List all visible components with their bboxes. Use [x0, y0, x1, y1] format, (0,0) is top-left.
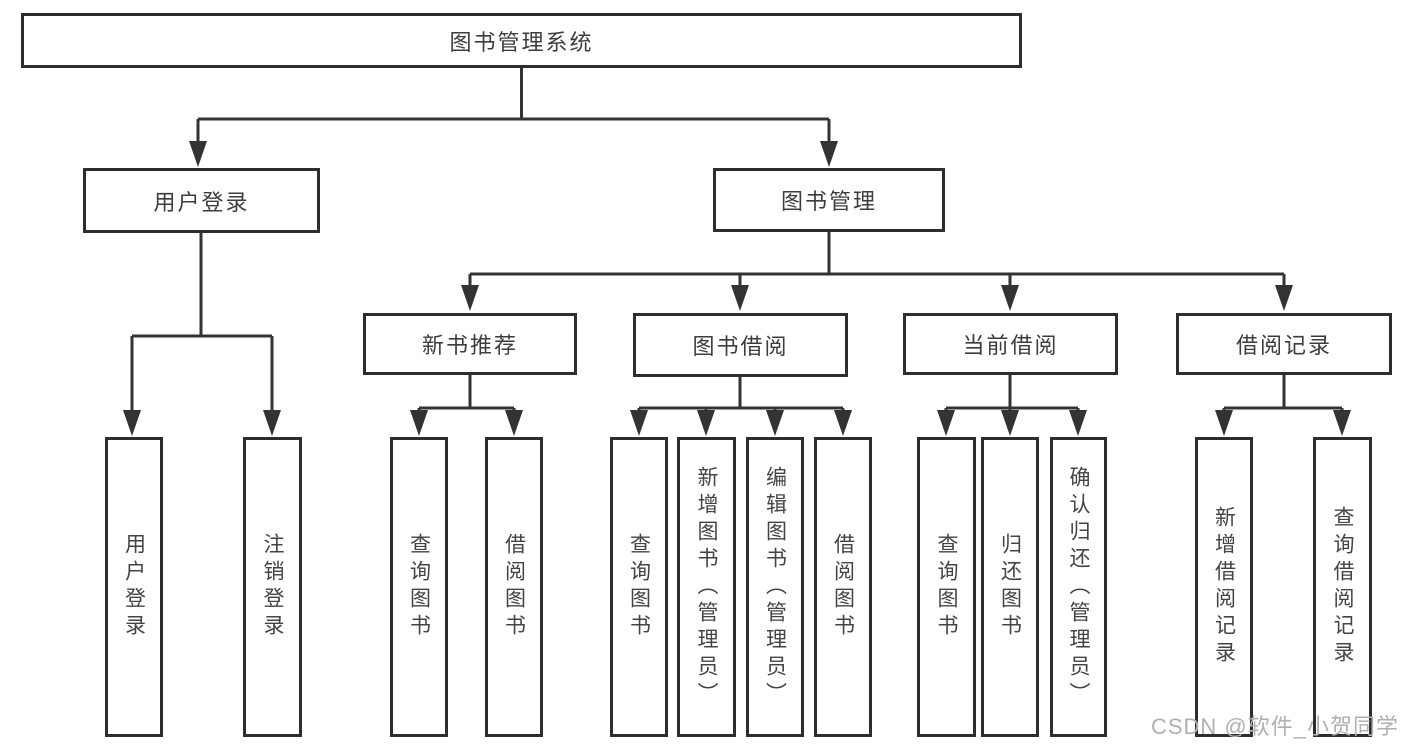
leaf-borrow-book-2-label: 借阅图书 [831, 533, 855, 641]
leaf-borrow-book-1-label: 借阅图书 [502, 533, 526, 641]
leaf-query-record: 查询借阅记录 [1313, 437, 1372, 737]
node-user-login-label: 用户登录 [153, 189, 250, 215]
leaf-query-book-1: 查询图书 [390, 437, 448, 737]
leaf-add-record-label: 新增借阅记录 [1212, 506, 1236, 668]
leaf-return-book: 归还图书 [981, 437, 1039, 737]
leaf-edit-book: 编辑图书（管理员） [746, 437, 804, 737]
node-root-label: 图书管理系统 [449, 29, 594, 55]
node-user-login: 用户登录 [83, 168, 320, 233]
leaf-query-book-3-label: 查询图书 [935, 533, 959, 641]
node-borrow-record-label: 借阅记录 [1235, 333, 1332, 358]
node-current-borrow: 当前借阅 [903, 313, 1118, 375]
leaf-query-book-2-label: 查询图书 [627, 533, 651, 641]
leaf-edit-book-label: 编辑图书（管理员） [763, 465, 787, 709]
node-book-borrow-label: 图书借阅 [692, 334, 789, 359]
leaf-return-book-label: 归还图书 [998, 533, 1022, 641]
leaf-add-record: 新增借阅记录 [1195, 437, 1253, 737]
leaf-query-book-2: 查询图书 [610, 437, 668, 737]
node-book-borrow: 图书借阅 [633, 313, 848, 377]
leaf-add-book-label: 新增图书（管理员） [695, 465, 719, 709]
leaf-add-book: 新增图书（管理员） [677, 437, 736, 737]
leaf-user-login: 用户登录 [105, 437, 163, 737]
leaf-query-book-1-label: 查询图书 [407, 533, 431, 641]
leaf-user-login-label: 用户登录 [122, 533, 146, 641]
leaf-logout: 注销登录 [243, 437, 302, 737]
leaf-confirm-return-label: 确认归还（管理员） [1067, 465, 1091, 709]
node-current-borrow-label: 当前借阅 [962, 333, 1059, 358]
leaf-query-book-3: 查询图书 [917, 437, 976, 737]
node-book-mgmt: 图书管理 [713, 168, 945, 232]
leaf-borrow-book-2: 借阅图书 [814, 437, 872, 737]
leaf-logout-label: 注销登录 [261, 533, 285, 641]
node-root: 图书管理系统 [21, 13, 1022, 68]
node-book-mgmt-label: 图书管理 [780, 189, 877, 214]
node-new-book-rec-label: 新书推荐 [421, 333, 518, 358]
leaf-confirm-return: 确认归还（管理员） [1050, 437, 1107, 737]
node-borrow-record: 借阅记录 [1176, 313, 1392, 375]
leaf-borrow-book-1: 借阅图书 [485, 437, 543, 737]
watermark: CSDN @软件_小贺同学 [1150, 714, 1399, 739]
leaf-query-record-label: 查询借阅记录 [1331, 506, 1355, 668]
arrowheads [123, 141, 1351, 436]
node-new-book-rec: 新书推荐 [363, 313, 577, 375]
